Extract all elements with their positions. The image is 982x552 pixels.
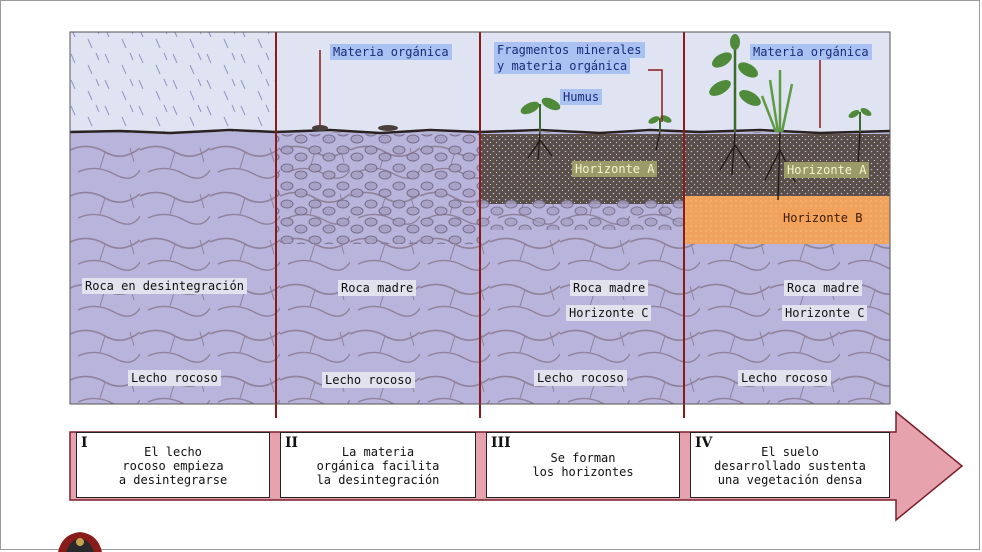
step-description: El suelo desarrollado sustenta una veget… xyxy=(691,445,889,487)
label-horizon-c-iii: Horizonte C xyxy=(566,305,651,321)
label-bedrock-ii: Lecho rocoso xyxy=(322,372,415,388)
step-description: Se forman los horizontes xyxy=(487,451,679,479)
label-humus: Humus xyxy=(560,89,602,105)
label-parent-rock-iii: Roca madre xyxy=(570,280,648,296)
eagle-emblem-icon xyxy=(52,528,108,552)
panel-i-rain xyxy=(70,32,276,132)
label-parent-rock-iv: Roca madre xyxy=(784,280,862,296)
step-box-iv: IV El suelo desarrollado sustenta una ve… xyxy=(690,432,890,498)
label-organic-matter-iv: Materia orgánica xyxy=(750,44,872,60)
label-organic-matter-ii: Materia orgánica xyxy=(330,44,452,60)
organic-debris xyxy=(378,125,398,131)
label-horizon-a-iv: Horizonte A xyxy=(784,162,869,178)
label-parent-rock-ii: Roca madre xyxy=(338,280,416,296)
label-bedrock-iv: Lecho rocoso xyxy=(738,370,831,386)
step-description: La materia orgánica facilita la desinteg… xyxy=(281,445,475,487)
label-horizon-c-iv: Horizonte C xyxy=(782,305,867,321)
label-fragments-line2: y materia orgánica xyxy=(494,58,630,74)
label-fragments-line1: Fragmentos minerales xyxy=(494,42,645,58)
step-box-ii: II La materia orgánica facilita la desin… xyxy=(280,432,476,498)
step-numeral: III xyxy=(491,435,511,451)
step-description: El lecho rocoso empieza a desintegrarse xyxy=(77,445,269,487)
label-horizon-a-iii: Horizonte A xyxy=(572,161,657,177)
label-horizon-b: Horizonte B xyxy=(780,210,865,226)
label-bedrock-iii: Lecho rocoso xyxy=(534,370,627,386)
panel-iii-pebbles xyxy=(480,200,684,230)
step-box-i: I El lecho rocoso empieza a desintegrars… xyxy=(76,432,270,498)
step-box-iii: III Se forman los horizontes xyxy=(486,432,680,498)
panel-ii-broken-rock xyxy=(276,134,480,244)
label-bedrock-i: Lecho rocoso xyxy=(128,370,221,386)
label-rock-disintegrating: Roca en desintegración xyxy=(82,278,247,294)
